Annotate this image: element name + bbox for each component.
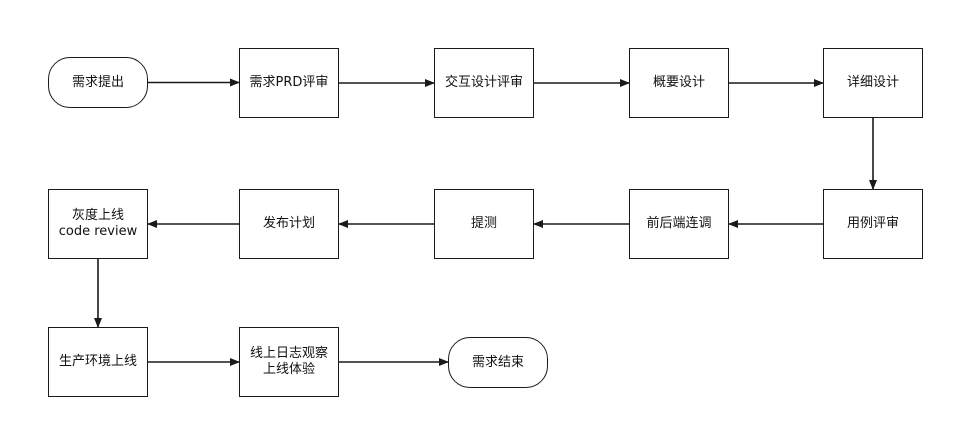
node-gray-release-code-review: 灰度上线 code review <box>48 189 148 259</box>
node-detailed-design: 详细设计 <box>823 48 923 118</box>
node-release-plan: 发布计划 <box>239 189 339 259</box>
node-production-release: 生产环境上线 <box>48 327 148 397</box>
node-label: 需求PRD评审 <box>249 75 329 90</box>
node-submit-for-testing: 提测 <box>434 189 534 259</box>
node-label-line-2: 上线体验 <box>262 362 315 377</box>
node-label: 用例评审 <box>846 216 899 231</box>
node-label-line-1: 线上日志观察 <box>249 346 328 361</box>
node-frontend-backend-integration: 前后端连调 <box>629 189 729 259</box>
node-test-case-review: 用例评审 <box>823 189 923 259</box>
node-label: 需求提出 <box>71 74 124 90</box>
node-requirement-closed: 需求结束 <box>448 337 548 388</box>
node-prd-review: 需求PRD评审 <box>239 48 339 118</box>
node-label-line-2: code review <box>58 224 138 239</box>
node-label: 发布计划 <box>262 216 315 231</box>
node-label: 需求结束 <box>471 354 524 370</box>
node-outline-design: 概要设计 <box>629 48 729 118</box>
node-label: 交互设计评审 <box>444 75 523 90</box>
node-interaction-design-review: 交互设计评审 <box>434 48 534 118</box>
node-label: 生产环境上线 <box>58 354 137 369</box>
node-label: 概要设计 <box>652 75 705 90</box>
node-label: 提测 <box>470 216 497 231</box>
node-label-line-1: 灰度上线 <box>71 208 124 223</box>
node-requirement-raised: 需求提出 <box>48 57 148 108</box>
node-label: 详细设计 <box>846 75 899 90</box>
node-online-log-observation: 线上日志观察 上线体验 <box>239 327 339 397</box>
node-label: 前后端连调 <box>646 216 712 231</box>
